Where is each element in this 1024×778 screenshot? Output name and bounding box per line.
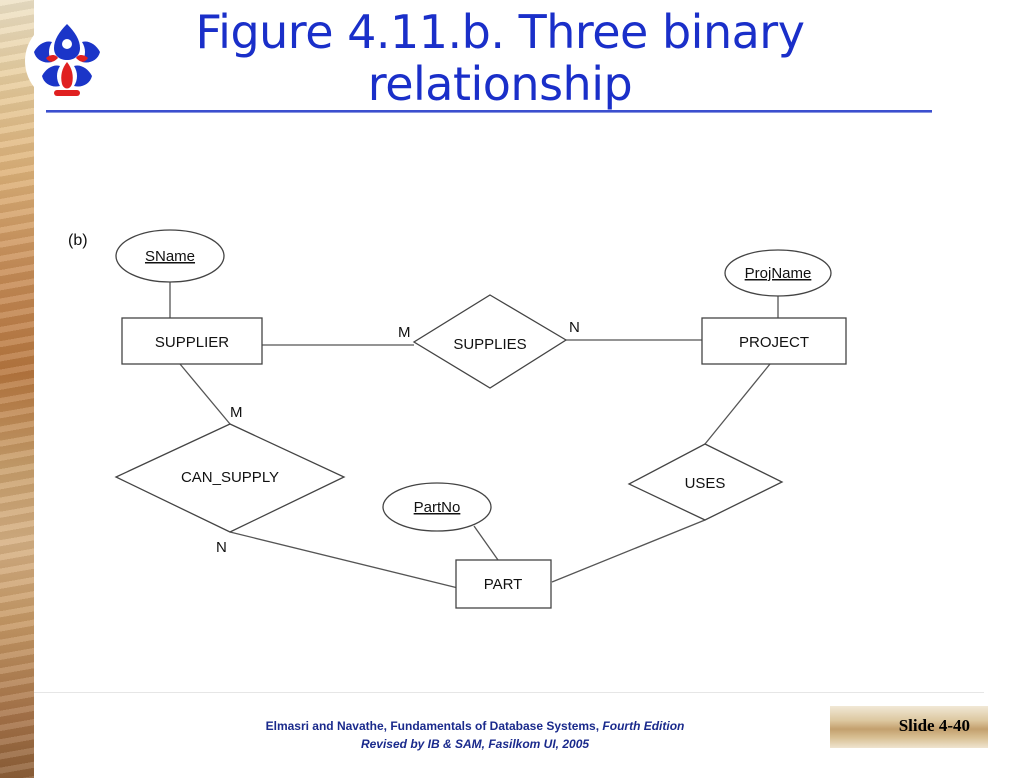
line-partno-part — [473, 525, 499, 561]
entity-supplier-label: SUPPLIER — [155, 334, 229, 351]
cardinality-supplies-supplier: M — [398, 324, 411, 341]
diagram-label: (b) — [68, 232, 88, 249]
footer-citation: Elmasri and Navathe, Fundamentals of Dat… — [200, 719, 750, 733]
slide-title: Figure 4.11.b. Three binary relationship — [150, 6, 850, 110]
attribute-partno-label: PartNo — [414, 499, 461, 516]
university-logo-icon — [25, 19, 109, 103]
attribute-projname-label: ProjName — [745, 265, 812, 282]
footer-edition: Fourth Edition — [602, 719, 685, 733]
relationship-uses — [627, 443, 784, 521]
line-uses-part — [551, 519, 706, 583]
cardinality-cansupply-supplier: M — [230, 404, 243, 421]
footer-divider — [34, 692, 984, 693]
entity-part — [455, 559, 552, 609]
attribute-projname — [724, 249, 832, 297]
er-diagram: (b) SName ProjName PartNo SUPPLIER PROJE… — [68, 229, 847, 609]
title-line-2: relationship — [367, 57, 633, 111]
title-underline — [46, 110, 932, 113]
cardinality-cansupply-part: N — [216, 539, 227, 556]
footer-revision: Revised by IB & SAM, Fasilkom UI, 2005 — [360, 737, 590, 751]
line-supplier-cansupply — [179, 363, 231, 425]
relationship-can-supply — [114, 423, 346, 533]
slide-number-badge: Slide 4-40 — [830, 706, 988, 748]
cardinality-supplies-project: N — [569, 319, 580, 336]
relationship-uses-label: USES — [685, 475, 726, 492]
attribute-sname-label: SName — [145, 248, 195, 265]
attribute-partno — [382, 482, 492, 532]
slide-number: Slide 4-40 — [898, 716, 970, 735]
decorative-desert-strip — [0, 0, 34, 778]
relationship-supplies-label: SUPPLIES — [453, 336, 526, 353]
relationship-supplies — [412, 294, 568, 389]
entity-part-label: PART — [484, 576, 523, 593]
entity-project-label: PROJECT — [739, 334, 809, 351]
attribute-sname — [115, 229, 225, 283]
line-project-uses — [704, 363, 771, 445]
relationship-can-supply-label: CAN_SUPPLY — [181, 469, 279, 486]
entity-supplier — [121, 317, 263, 365]
line-cansupply-part — [229, 531, 459, 589]
title-line-1: Figure 4.11.b. Three binary — [195, 5, 805, 59]
footer-book-title: Elmasri and Navathe, Fundamentals of Dat… — [265, 719, 603, 733]
entity-project — [701, 317, 847, 365]
